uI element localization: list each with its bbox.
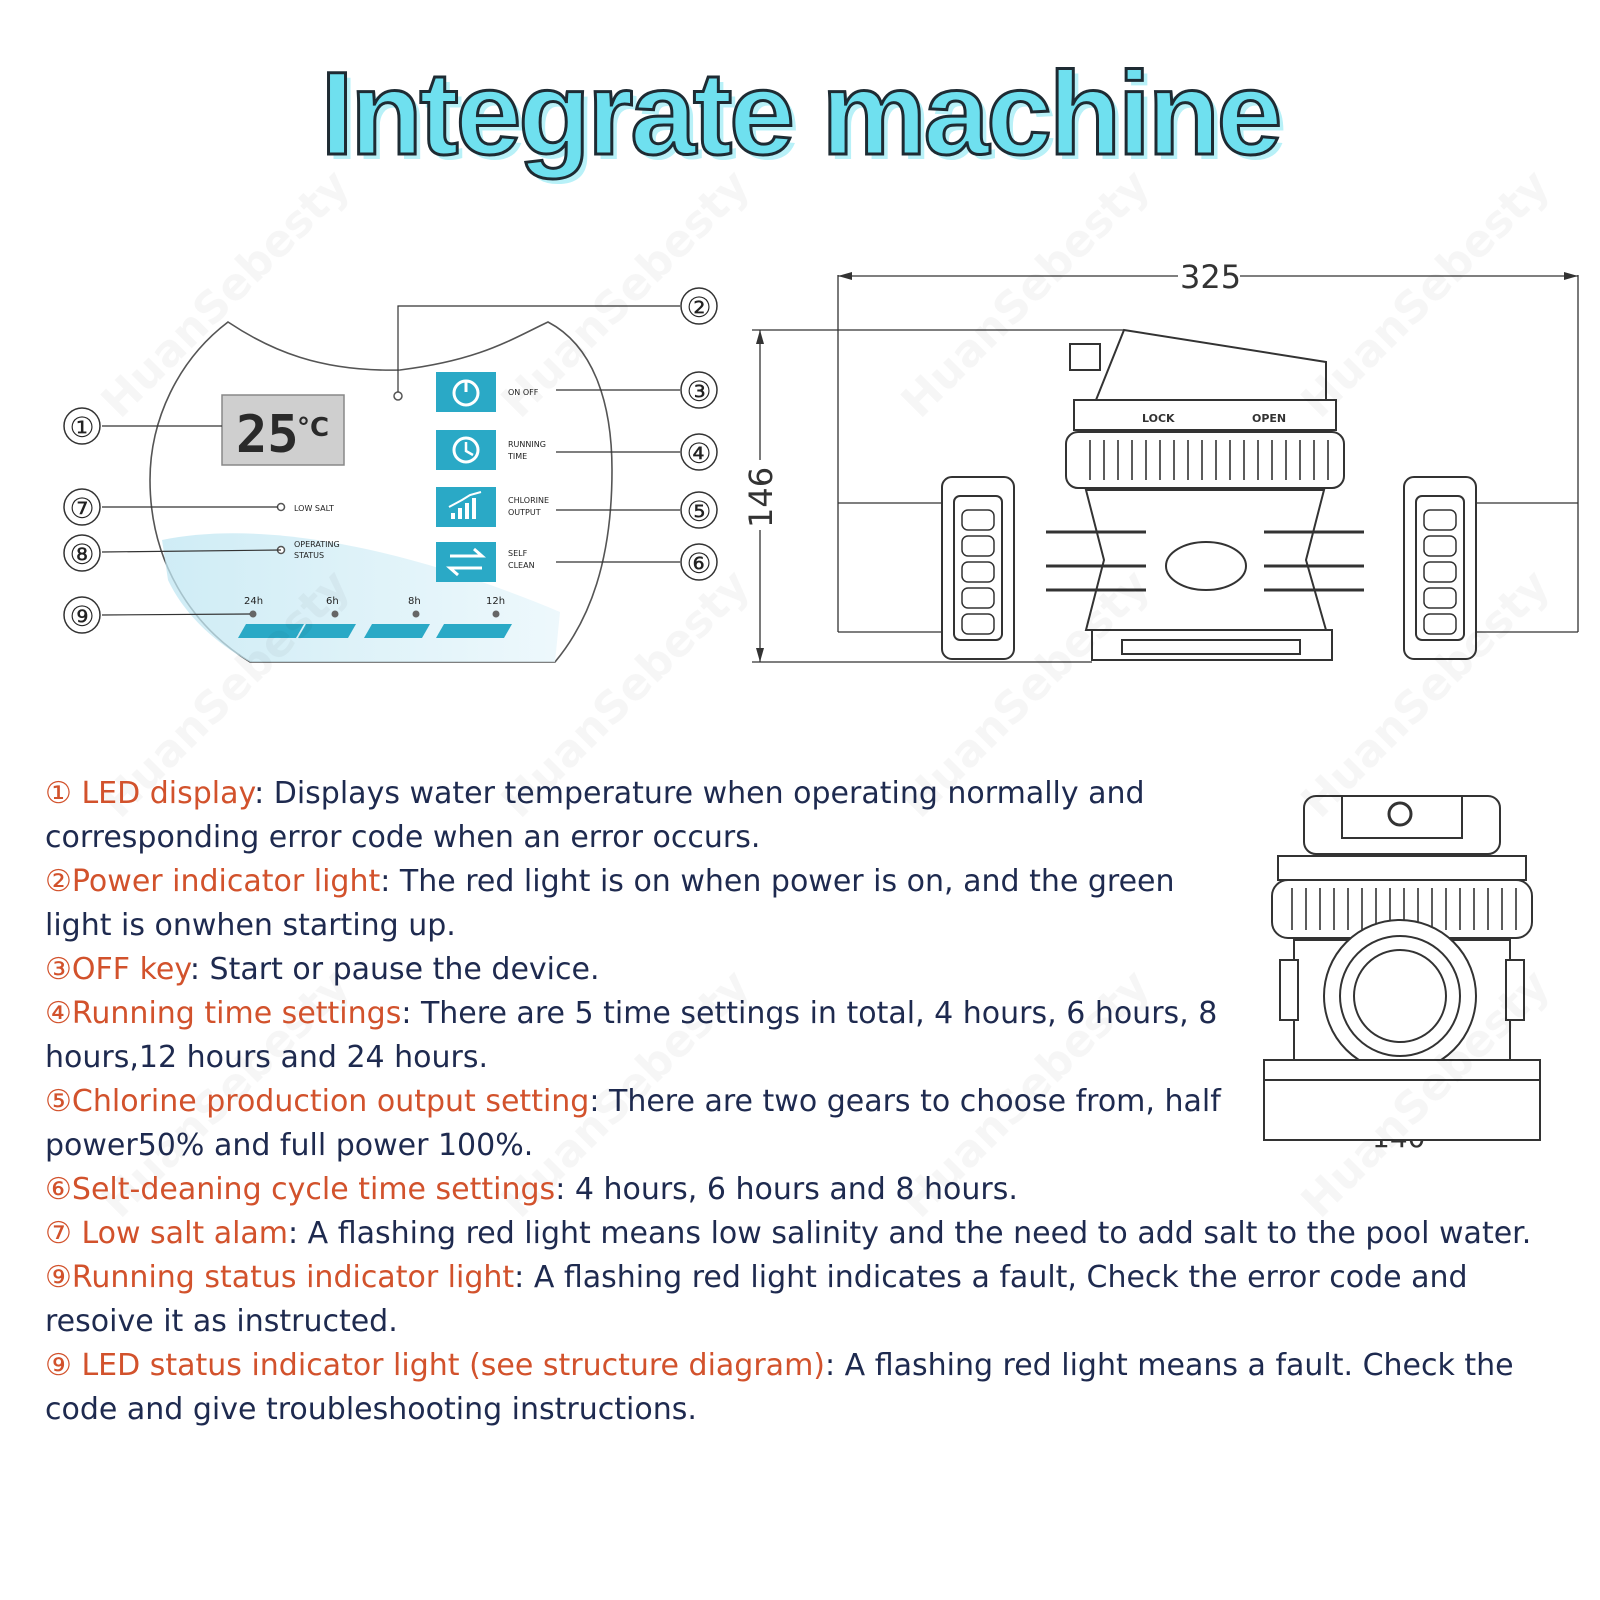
callout-5: ⑤ xyxy=(680,491,718,529)
svg-text:②: ② xyxy=(686,291,711,324)
time-mark-2: 6h xyxy=(326,596,339,607)
lock-label: LOCK xyxy=(1142,412,1175,425)
lcd-temperature: 25 xyxy=(236,405,299,465)
time-mark-1: 24h xyxy=(244,596,263,607)
time-bar-1 xyxy=(238,624,304,638)
lcd-temp-unit: °C xyxy=(297,413,329,443)
time-indicator-3 xyxy=(412,610,420,618)
callout-9: ⑨ xyxy=(63,596,101,634)
note-title: LED status indicator light (see structur… xyxy=(81,1348,825,1383)
running-status-label-1: OPERATING xyxy=(294,540,340,549)
running-time-key[interactable] xyxy=(436,430,496,470)
svg-text:③: ③ xyxy=(686,375,711,408)
self-clean-key-label-1: SELF xyxy=(508,549,528,558)
callout-3: ③ xyxy=(680,371,718,409)
clock-icon xyxy=(452,436,480,464)
machine-front-view: LOCK OPEN xyxy=(838,328,1578,661)
power-indicator-light xyxy=(393,391,403,401)
callout-2: ② xyxy=(680,287,718,325)
running-time-key-label-1: RUNNING xyxy=(508,440,546,449)
dimension-width: 325 xyxy=(1180,258,1241,296)
swap-arrows-icon xyxy=(446,547,486,577)
open-label: OPEN xyxy=(1252,412,1286,425)
svg-text:⑥: ⑥ xyxy=(686,547,711,580)
running-status-label-2: STATUS xyxy=(294,551,324,560)
note-title: LED display xyxy=(81,776,255,811)
self-clean-key[interactable] xyxy=(436,542,496,582)
page-title: Integrate machine xyxy=(319,48,1284,180)
on-off-key[interactable] xyxy=(436,372,496,412)
callout-lines xyxy=(101,305,680,616)
low-salt-label: LOW SALT xyxy=(294,504,334,513)
running-time-key-label-2: TIME xyxy=(507,452,527,461)
callout-8: ⑧ xyxy=(63,534,101,572)
left-union-slots xyxy=(961,509,995,635)
callout-4: ④ xyxy=(680,433,718,471)
machine-side-view xyxy=(1263,795,1541,1141)
callout-7: ⑦ xyxy=(63,488,101,526)
svg-text:⑦: ⑦ xyxy=(69,492,94,525)
time-indicator-1 xyxy=(249,610,257,618)
svg-text:HuanSebesty: HuanSebesty xyxy=(492,160,760,428)
on-off-key-label: ON OFF xyxy=(508,388,539,397)
control-panel: 25 °C ON OFF RUNNING TIME xyxy=(149,321,613,663)
callout-6: ⑥ xyxy=(680,543,718,581)
time-mark-3: 8h xyxy=(408,596,421,607)
callout-numbers: ① ② ③ ④ ⑤ ⑥ ⑦ ⑧ xyxy=(63,287,718,634)
note-led-status: ⑨ LED status indicator light (see struct… xyxy=(45,1348,1514,1427)
note-power-indicator: ②Power indicator light: The red light is… xyxy=(45,864,1175,943)
low-salt-indicator xyxy=(276,502,286,512)
callout-1: ① xyxy=(63,407,101,445)
svg-text:④: ④ xyxy=(686,437,711,470)
signal-bars-icon xyxy=(451,498,476,519)
note-self-cleaning: ⑥Selt-deaning cycle time settings: 4 hou… xyxy=(45,1172,1018,1207)
note-title: OFF key xyxy=(71,952,190,987)
svg-text:①: ① xyxy=(69,411,94,444)
chlorine-output-key-label-1: CHLORINE xyxy=(508,496,549,505)
time-bar-3 xyxy=(364,624,430,638)
note-running-time: ④Running time settings: There are 5 time… xyxy=(45,996,1218,1075)
svg-text:⑤: ⑤ xyxy=(686,495,711,528)
time-indicator-2 xyxy=(331,610,339,618)
note-title: Low salt alam xyxy=(81,1216,289,1251)
right-union-slots xyxy=(1423,509,1457,635)
note-chlorine-output: ⑤Chlorine production output setting: The… xyxy=(45,1084,1221,1163)
note-off-key: ③OFF key: Start or pause the device. xyxy=(45,952,600,987)
self-clean-key-label-2: CLEAN xyxy=(508,561,535,570)
svg-text:⑨: ⑨ xyxy=(69,600,94,633)
lcd-display xyxy=(221,394,345,466)
chlorine-output-key-label-2: OUTPUT xyxy=(508,508,541,517)
chlorine-output-key[interactable] xyxy=(436,487,496,527)
note-title: Running time settings xyxy=(71,996,402,1031)
dimension-height: 146 xyxy=(742,467,780,528)
svg-text:HuanSebesty: HuanSebesty xyxy=(1292,160,1560,428)
note-title: Chlorine production output setting xyxy=(71,1084,590,1119)
ring-ribs xyxy=(1089,440,1329,480)
time-mark-4: 12h xyxy=(486,596,505,607)
note-title: Selt-deaning cycle time settings xyxy=(71,1172,556,1207)
feature-notes: ① LED display: Displays water temperatur… xyxy=(45,772,1565,1432)
time-indicator-4 xyxy=(492,610,500,618)
note-running-status: ⑨Running status indicator light: A flash… xyxy=(45,1260,1468,1339)
note-low-salt: ⑦ Low salt alam: A flashing red light me… xyxy=(45,1216,1532,1251)
time-bar-4 xyxy=(436,624,512,638)
svg-text:⑧: ⑧ xyxy=(69,538,94,571)
note-title: Running status indicator light xyxy=(71,1260,515,1295)
note-led-display: ① LED display: Displays water temperatur… xyxy=(45,776,1145,855)
time-bar-2 xyxy=(298,624,356,638)
note-title: Power indicator light xyxy=(71,864,381,899)
